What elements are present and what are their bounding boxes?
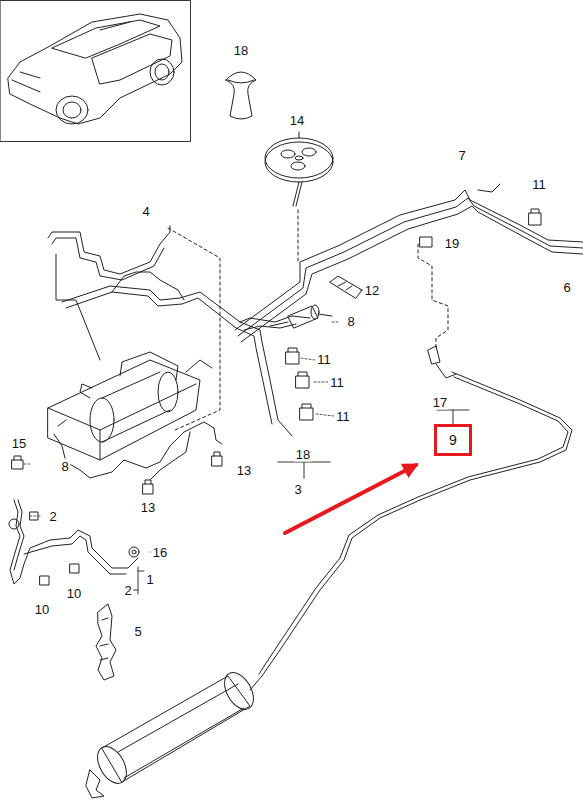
sensor-line bbox=[259, 346, 572, 676]
callout-number: 10 bbox=[33, 602, 51, 617]
callout-number: 18 bbox=[294, 447, 312, 462]
callout-box: 9 bbox=[434, 424, 472, 456]
thumbnail-frame bbox=[1, 1, 191, 142]
callout-number: 2 bbox=[122, 583, 133, 598]
highlight-arrow bbox=[285, 465, 416, 533]
callout-number: 11 bbox=[530, 177, 548, 192]
callout-number: 2 bbox=[47, 509, 58, 524]
callout-number: 13 bbox=[139, 500, 157, 515]
callout-number: 11 bbox=[315, 352, 333, 367]
callout-number: 12 bbox=[363, 283, 381, 298]
callout-number: 11 bbox=[334, 409, 352, 424]
callout-number: 14 bbox=[288, 113, 306, 128]
callout-number: 5 bbox=[132, 624, 143, 639]
bracket bbox=[96, 604, 116, 680]
grommet bbox=[226, 72, 256, 119]
callout-number: 7 bbox=[456, 148, 467, 163]
callout-number: 9 bbox=[449, 433, 457, 447]
callout-number: 1 bbox=[144, 572, 155, 587]
pipe-set bbox=[48, 226, 310, 436]
callout-number: 3 bbox=[292, 482, 303, 497]
callout-number: 15 bbox=[10, 436, 28, 451]
callout-number: 10 bbox=[65, 586, 83, 601]
callout-number: 6 bbox=[561, 280, 572, 295]
callout-number: 13 bbox=[235, 463, 253, 478]
cover-disc bbox=[265, 132, 333, 206]
callout-number: 8 bbox=[345, 314, 356, 329]
callout-number: 18 bbox=[232, 43, 250, 58]
callout-number: 11 bbox=[328, 375, 346, 390]
callout-number: 19 bbox=[443, 236, 461, 251]
callout-number: 17 bbox=[431, 395, 449, 410]
reservoir bbox=[86, 668, 262, 798]
vehicle-thumbnail bbox=[8, 14, 182, 124]
callout-number: 16 bbox=[151, 545, 169, 560]
callout-number: 4 bbox=[140, 204, 151, 219]
filter bbox=[270, 305, 332, 328]
pipe-set bbox=[9, 500, 138, 584]
pipe-bundle bbox=[235, 184, 583, 342]
callout-number: 8 bbox=[59, 459, 70, 474]
